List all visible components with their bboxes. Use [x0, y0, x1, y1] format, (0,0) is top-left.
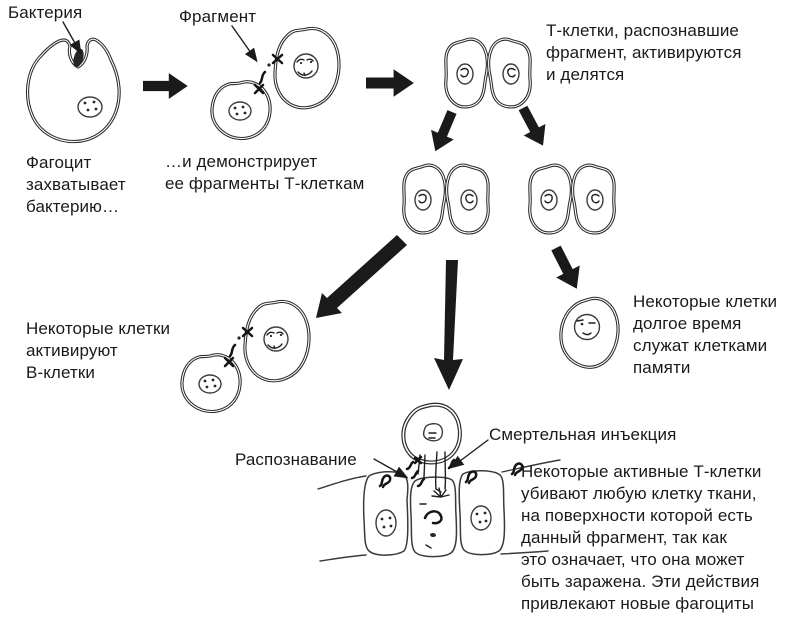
arrow-divide-right [512, 102, 554, 152]
caption-memory-cells: Некоторые клетки долгое время служат кле… [633, 292, 778, 377]
label-lethal-injection: Смертельная инъекция [489, 425, 677, 444]
arrow-divide-left [424, 107, 464, 157]
dividing-t-cells-right [530, 165, 614, 233]
presentation-scene [212, 28, 339, 138]
pointer-fragment [231, 25, 258, 63]
caption-killer-t-cells: Некоторые активные Т-клетки убивают любу… [521, 462, 762, 613]
arrow-to-memory [544, 242, 589, 295]
tissue-nuclei [375, 505, 492, 537]
activated-t-cell [446, 39, 530, 107]
tissue-cells [317, 459, 561, 562]
label-bacterium: Бактерия [8, 3, 83, 22]
phagocyte-engulfing-scene [25, 37, 121, 144]
pointer-recognition [373, 458, 409, 479]
memory-cell [559, 296, 620, 369]
label-recognition: Распознавание [235, 450, 357, 469]
caption-t-cells-activate: Т-клетки, распознавшие фрагмент, активир… [546, 21, 742, 84]
arrow-engulf-to-present [143, 73, 188, 99]
arrow-to-killing [434, 260, 463, 390]
surface-receptors [378, 462, 524, 489]
damaged-nucleus [423, 510, 443, 525]
arrow-to-b-cells [316, 235, 407, 318]
pointer-arrows [62, 21, 489, 479]
dividing-t-cells-left [404, 165, 488, 233]
flow-arrows [143, 69, 589, 390]
caption-demonstrates: …и демонстрирует ее фрагменты Т-клеткам [165, 152, 365, 193]
arrow-present-to-activate [366, 69, 414, 97]
b-cell-activation-scene [182, 301, 309, 411]
caption-b-cells: Некоторые клетки активируют В-клетки [26, 319, 171, 382]
caption-phagocyte: Фагоцит захватывает бактерию… [26, 153, 126, 216]
injection-burst [431, 487, 450, 498]
pointer-lethal-injection [449, 439, 489, 469]
label-fragment: Фрагмент [179, 7, 257, 26]
killer-t-cell [401, 402, 462, 465]
pointer-bacterium [62, 21, 82, 55]
